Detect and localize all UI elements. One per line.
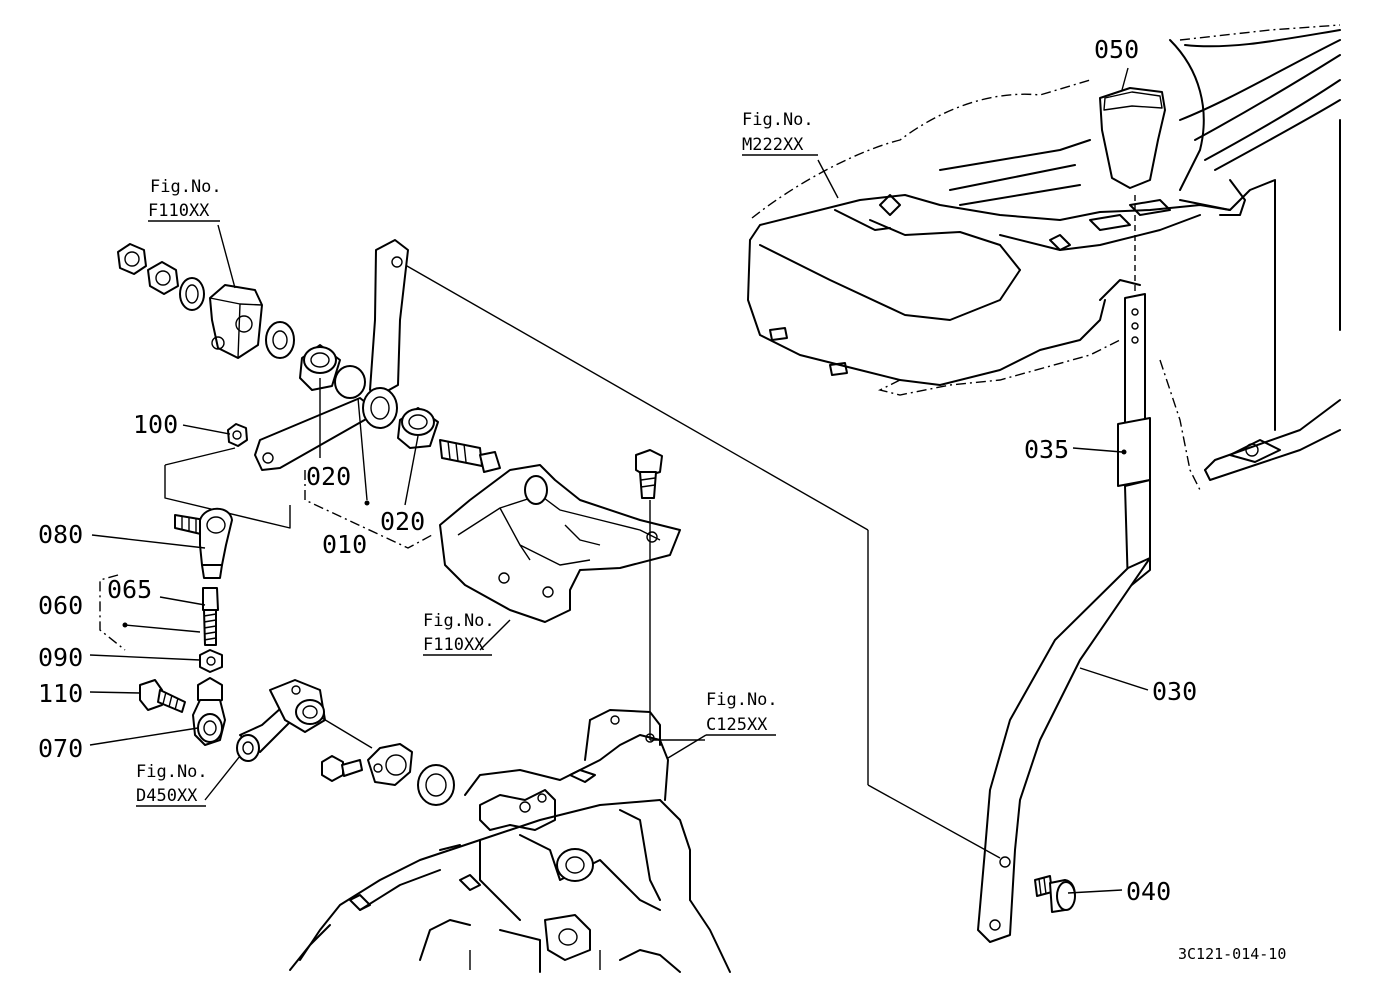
assembly-group-bracket	[304, 470, 433, 549]
callout-020-right: 020	[380, 507, 425, 536]
leader-dot-010	[364, 500, 370, 506]
nut-090	[199, 649, 223, 673]
rod-end-070	[192, 677, 226, 746]
group-bracket-060	[99, 574, 126, 651]
callout-030: 030	[1152, 677, 1197, 706]
leader-dot-035	[1121, 449, 1127, 455]
transmission-case	[289, 709, 731, 973]
lever-knob	[1099, 87, 1166, 189]
callout-040: 040	[1126, 877, 1171, 906]
leader-lines	[89, 67, 1149, 894]
callout-100: 100	[133, 410, 178, 439]
support-bracket	[439, 464, 681, 623]
callout-070: 070	[38, 734, 83, 763]
callout-065: 065	[107, 575, 152, 604]
oil-seal	[417, 764, 455, 806]
hydraulic-lever-lower-bar	[977, 557, 1151, 943]
callout-090: 090	[38, 643, 83, 672]
bushing-020-right	[397, 407, 439, 449]
lower-arm	[236, 679, 326, 762]
plate-with-bolt	[321, 743, 413, 786]
callout-110: 110	[38, 679, 83, 708]
fig-ref-c125-code: C125XX	[706, 715, 768, 735]
bolt-110	[139, 679, 186, 713]
fig-ref-f110-mid-code: F110XX	[423, 635, 485, 655]
adjuster-065	[202, 587, 219, 646]
fig-ref-f110-top-code: F110XX	[148, 201, 210, 221]
callout-035: 035	[1024, 435, 1069, 464]
pivot-bracket	[209, 284, 263, 359]
washer-small	[265, 321, 295, 359]
nut-100	[227, 423, 248, 447]
bolt-040	[1034, 875, 1076, 913]
top-bolt	[635, 449, 663, 740]
fig-ref-c125-label: Fig.No.	[706, 690, 778, 710]
callout-050: 050	[1094, 35, 1139, 64]
fig-ref-m222-code: M222XX	[742, 135, 804, 155]
diagram-code: 3C121-014-10	[1178, 945, 1286, 963]
ball-joint-080	[174, 507, 233, 579]
leader-dot-060	[122, 622, 128, 628]
figure-reference-labels: Fig.No. F110XX Fig.No. M222XX Fig.No. F1…	[136, 110, 818, 807]
fig-ref-d450-code: D450XX	[136, 786, 198, 806]
link-rod-line	[399, 261, 1001, 859]
callout-010: 010	[322, 530, 367, 559]
callout-labels: 050 035 030 040 100 020 020 010 080 065 …	[38, 35, 1197, 906]
fig-ref-f110-top-label: Fig.No.	[150, 177, 222, 197]
callout-060: 060	[38, 591, 83, 620]
nuts-and-washers	[117, 243, 205, 311]
hydraulic-lever-upper-rod	[1117, 195, 1151, 589]
fig-ref-d450-label: Fig.No.	[136, 762, 208, 782]
o-ring	[334, 365, 366, 399]
callout-080: 080	[38, 520, 83, 549]
bolt-shaft	[439, 439, 501, 473]
fig-ref-m222-label: Fig.No.	[742, 110, 814, 130]
arm-010	[254, 239, 409, 471]
console-cover-assembly	[747, 24, 1341, 491]
bushing-020-left	[299, 344, 341, 391]
fig-ref-f110-mid-label: Fig.No.	[423, 611, 495, 631]
callout-020-left: 020	[306, 462, 351, 491]
alignment-line	[321, 717, 373, 749]
